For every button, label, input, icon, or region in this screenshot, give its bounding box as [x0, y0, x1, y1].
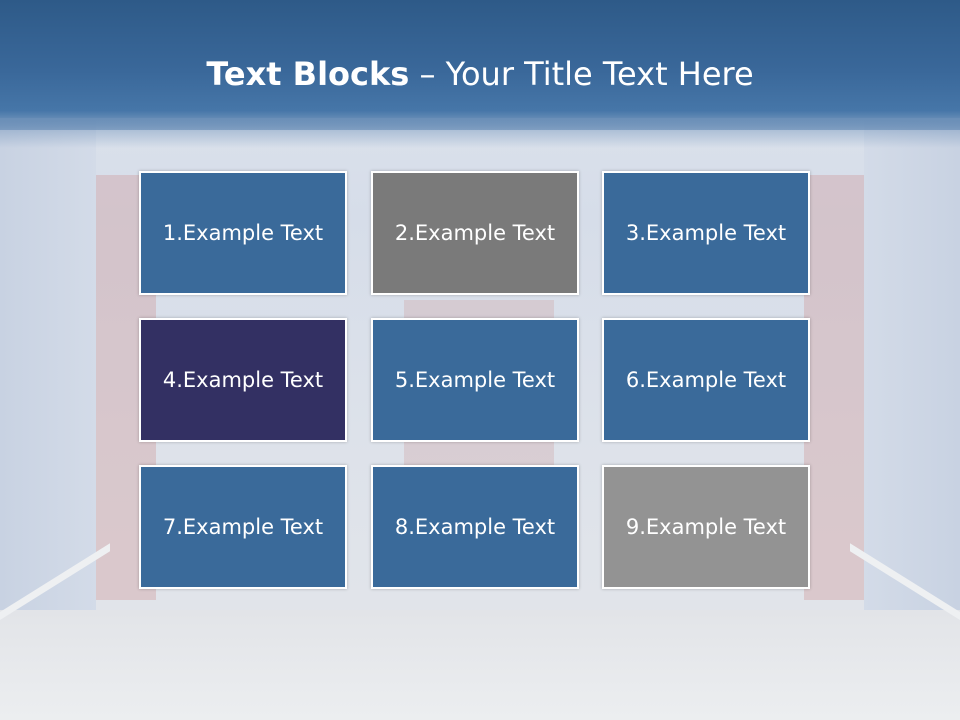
text-block-label: 9.Example Text — [625, 515, 787, 539]
text-block-6: 6.Example Text — [602, 318, 810, 442]
text-block-label: 4.Example Text — [162, 368, 324, 392]
text-block-2: 2.Example Text — [371, 171, 579, 295]
corridor-right-door — [804, 175, 864, 600]
title-rest: Your Title Text Here — [445, 55, 754, 93]
text-block-3: 3.Example Text — [602, 171, 810, 295]
text-block-label: 1.Example Text — [162, 221, 324, 245]
corridor-left-wall — [0, 120, 96, 650]
text-block-4: 4.Example Text — [139, 318, 347, 442]
text-block-label: 6.Example Text — [625, 368, 787, 392]
title-dash: – — [409, 55, 446, 93]
title-bold-part: Text Blocks — [206, 55, 410, 93]
text-block-label: 2.Example Text — [394, 221, 556, 245]
text-block-label: 8.Example Text — [394, 515, 556, 539]
corridor-right-wall — [864, 120, 960, 650]
text-block-8: 8.Example Text — [371, 465, 579, 589]
text-block-1: 1.Example Text — [139, 171, 347, 295]
text-block-label: 3.Example Text — [625, 221, 787, 245]
text-block-label: 5.Example Text — [394, 368, 556, 392]
slide-title: Text Blocks – Your Title Text Here — [0, 52, 960, 96]
text-block-5: 5.Example Text — [371, 318, 579, 442]
text-block-label: 7.Example Text — [162, 515, 324, 539]
text-block-9: 9.Example Text — [602, 465, 810, 589]
corridor-floor — [0, 610, 960, 720]
text-block-7: 7.Example Text — [139, 465, 347, 589]
title-banner — [0, 0, 960, 130]
title-banner-fade — [0, 118, 960, 148]
